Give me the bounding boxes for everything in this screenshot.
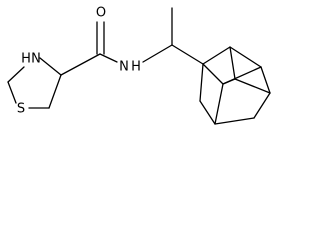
cage-bond-3 bbox=[214, 117, 255, 125]
bond-c2-n3 bbox=[7, 66, 25, 83]
carboxamide-group bbox=[60, 21, 118, 76]
cage-bond-2 bbox=[199, 100, 216, 125]
cage-bond-13 bbox=[222, 66, 262, 85]
cage-bond-6 bbox=[229, 46, 262, 68]
bond-c4-c5 bbox=[48, 74, 62, 109]
bond-n3-c4 bbox=[39, 57, 62, 76]
sulfur-label: S bbox=[17, 102, 25, 117]
cage-bond-1 bbox=[199, 63, 204, 102]
chemical-structure-diagram: O N H H N S bbox=[7, 6, 271, 125]
cage-bond-9 bbox=[214, 83, 224, 125]
bond-ch-adamantyl bbox=[171, 44, 204, 65]
ring-hydrogen-label: H bbox=[21, 52, 31, 67]
cage-bond-4 bbox=[253, 92, 271, 119]
atom-labels: O N H H N S bbox=[17, 6, 141, 117]
bond-c4-carbonyl bbox=[60, 53, 101, 76]
bond-s1-c2 bbox=[7, 81, 17, 104]
thiazolidine-ring bbox=[7, 57, 62, 109]
ethyl-linker bbox=[142, 7, 204, 65]
bond-amide-n-ch bbox=[142, 44, 173, 63]
cage-bond-10 bbox=[229, 46, 236, 80]
amide-hydrogen-label: H bbox=[131, 60, 141, 75]
amide-nitrogen-label: N bbox=[119, 60, 129, 75]
oxygen-label: O bbox=[96, 6, 106, 21]
bond-carbonyl-amide-n bbox=[99, 53, 118, 63]
cage-bond-7 bbox=[202, 46, 231, 65]
cage-bond-11 bbox=[234, 78, 271, 94]
cage-bond-8 bbox=[202, 63, 224, 85]
cage-bond-5 bbox=[260, 66, 271, 94]
adamantane-cage bbox=[199, 46, 271, 125]
ring-nitrogen-label: N bbox=[31, 52, 41, 67]
